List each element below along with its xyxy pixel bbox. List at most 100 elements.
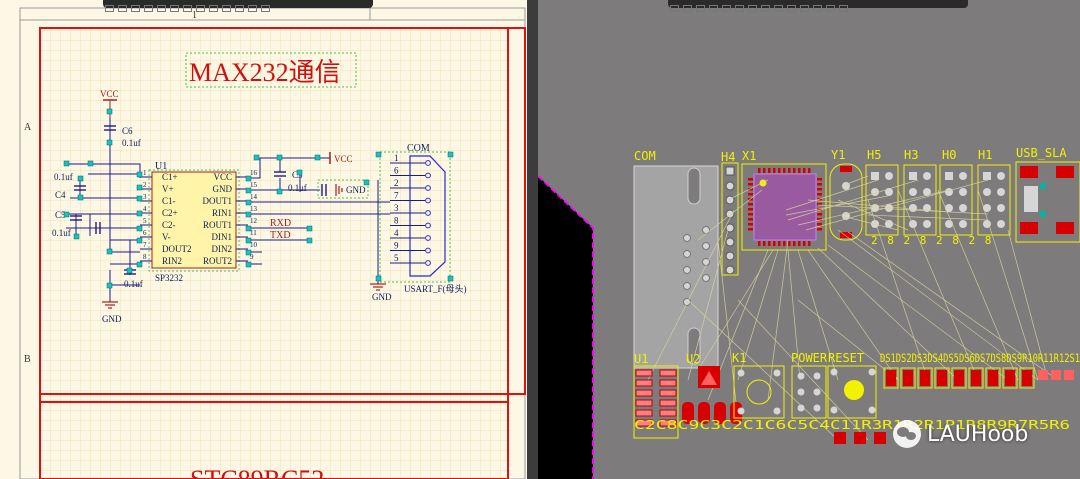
resistor-footprint[interactable] — [1051, 370, 1061, 380]
pin-header-footprint[interactable] — [977, 164, 1011, 236]
u1-pin-name: ROUT2 — [203, 256, 232, 266]
cap-c6-value: 0.1uf — [122, 138, 141, 148]
u1-footprint[interactable] — [633, 365, 679, 439]
com-pin-number: 1 — [394, 153, 399, 163]
pcb-label-reset: RESET — [828, 351, 864, 365]
com-pin-number: 3 — [394, 203, 399, 213]
u1-pin-number: 2 — [143, 181, 147, 189]
pcb-header-pin-numbers: 2 8 2 8 2 8 2 8 — [871, 234, 993, 247]
u1-pin-number: 16 — [250, 169, 258, 177]
h4-header-footprint[interactable] — [721, 162, 739, 276]
pcb-label-usb: USB_SLA — [1016, 146, 1067, 160]
rxd-net-label: RXD — [270, 218, 291, 229]
k1-footprint[interactable] — [733, 365, 785, 419]
u1-pin-number: 15 — [250, 181, 258, 189]
schematic-title: MAX232通信 — [189, 58, 341, 87]
led-footprint[interactable] — [1019, 367, 1035, 389]
com-footprint[interactable] — [633, 165, 719, 369]
pcb-label-u2: U2 — [686, 352, 700, 366]
reset-button-footprint[interactable] — [827, 365, 877, 419]
vcc-net-label-right: VCC — [334, 154, 353, 164]
pin-header-footprint[interactable] — [903, 164, 937, 236]
gnd-net-label-right: GND — [346, 185, 366, 195]
x1-mcu-footprint[interactable] — [741, 163, 827, 251]
schematic-editor-pane[interactable]: 1 A B MAX232通信 STC89RC52 U1 SP3232 1C1+2… — [0, 0, 527, 479]
u1-pin-name: VCC — [213, 172, 232, 182]
pcb-label-ds-row: DS1DS2DS3DS4DS5DS6DS7DS8DS9R10R11R12S1 — [880, 351, 1080, 365]
com-pin-number: 4 — [394, 228, 399, 238]
led-footprint[interactable] — [968, 367, 984, 389]
u1-pin-number: 6 — [143, 229, 147, 237]
pcb-label-y1: Y1 — [831, 148, 845, 162]
pcb-label-x1: X1 — [742, 149, 756, 163]
pane-splitter[interactable] — [527, 0, 538, 479]
u1-chip-body[interactable] — [151, 171, 237, 269]
power-switch-footprint[interactable] — [791, 365, 827, 419]
led-footprint[interactable] — [917, 367, 933, 389]
u1-pin-number: 1 — [143, 169, 147, 177]
cap-c4-value-top: 0.1uf — [54, 172, 73, 182]
pcb-label-k1: K1 — [732, 351, 746, 365]
pin-header-footprint[interactable] — [939, 164, 973, 236]
cap-c3-value: 0.1uf — [288, 183, 307, 193]
sheet-column-number: 1 — [192, 10, 197, 21]
pcb-label-com: COM — [634, 149, 656, 163]
vcc-net-label-top: VCC — [100, 89, 119, 99]
wechat-icon — [893, 420, 921, 448]
watermark-text: LAUHoob — [927, 421, 1029, 447]
txd-net-label: TXD — [270, 230, 291, 241]
u1-pin-name: C1+ — [162, 172, 178, 182]
sheet-row-label-b: B — [24, 354, 31, 365]
led-footprint[interactable] — [985, 367, 1001, 389]
u1-pin-name: DOUT2 — [162, 244, 192, 254]
pcb-label-bottom-right: C11R3R1R2R1P1R8R9R7R5R6 — [830, 418, 1070, 432]
u1-pin-number: 12 — [250, 217, 258, 225]
pcb-canvas: COM H4 X1 Y1 H5 H3 H0 H1 2 8 2 8 2 8 2 8 — [538, 0, 1080, 479]
u1-pin-number: 11 — [250, 229, 257, 237]
u1-pin-number: 8 — [143, 253, 147, 261]
pcb-editor-pane[interactable]: COM H4 X1 Y1 H5 H3 H0 H1 2 8 2 8 2 8 2 8 — [538, 0, 1080, 479]
pcb-label-h3: H3 — [904, 148, 918, 162]
com-connector-part: USART_F(母头) — [404, 284, 466, 294]
u1-pin-name: DIN2 — [212, 244, 233, 254]
u1-pin-name: C2- — [162, 220, 176, 230]
u1-pin-number: 7 — [143, 241, 147, 249]
cap-c6-name: C6 — [122, 126, 133, 136]
u1-pin-number: 3 — [143, 193, 147, 201]
resistor-footprint[interactable] — [1064, 370, 1074, 380]
u1-pin-name: DOUT1 — [203, 196, 233, 206]
pcb-label-h5: H5 — [867, 148, 881, 162]
pcb-label-h0: H0 — [942, 148, 956, 162]
usb-footprint[interactable] — [1015, 161, 1080, 243]
com-pin-number: 9 — [394, 241, 399, 251]
u1-pin-number: 9 — [250, 253, 254, 261]
u1-pin-number: 14 — [250, 193, 258, 201]
watermark: LAUHoob — [893, 420, 1028, 448]
gnd-net-label-bottom: GND — [102, 314, 122, 324]
cap-bottom-value: 0.1uf — [124, 279, 143, 289]
led-footprint[interactable] — [1002, 367, 1018, 389]
pcb-toolbar[interactable] — [668, 0, 968, 12]
pcb-label-h1: H1 — [978, 148, 992, 162]
com-pin-number: 5 — [394, 253, 399, 263]
u1-pin-name: C2+ — [162, 208, 178, 218]
schematic-toolbar[interactable] — [103, 0, 373, 12]
cap-c5-value: 0.1uf — [52, 228, 71, 238]
pcb-label-bottom-left: C2C8C9C3C2C1C6C5C4 — [634, 418, 830, 432]
led-footprint[interactable] — [934, 367, 950, 389]
com-connector-designator: COM — [407, 143, 430, 154]
led-footprint[interactable] — [951, 367, 967, 389]
cap-c4-name: C4 — [55, 190, 66, 200]
com-connector-body[interactable] — [409, 155, 446, 277]
com-pin-number: 6 — [394, 166, 399, 176]
u1-pin-name: RIN1 — [212, 208, 232, 218]
led-footprint[interactable] — [883, 367, 899, 389]
u1-pin-name: C1- — [162, 196, 176, 206]
schematic-sheet: 1 A B MAX232通信 STC89RC52 U1 SP3232 1C1+2… — [0, 0, 527, 479]
pcb-label-h4: H4 — [721, 150, 735, 164]
resistor-footprint[interactable] — [1038, 370, 1048, 380]
u1-pin-number: 13 — [250, 205, 258, 213]
com-pin-number: 2 — [394, 178, 399, 188]
led-footprint[interactable] — [900, 367, 916, 389]
board-outline-edge — [538, 175, 594, 479]
